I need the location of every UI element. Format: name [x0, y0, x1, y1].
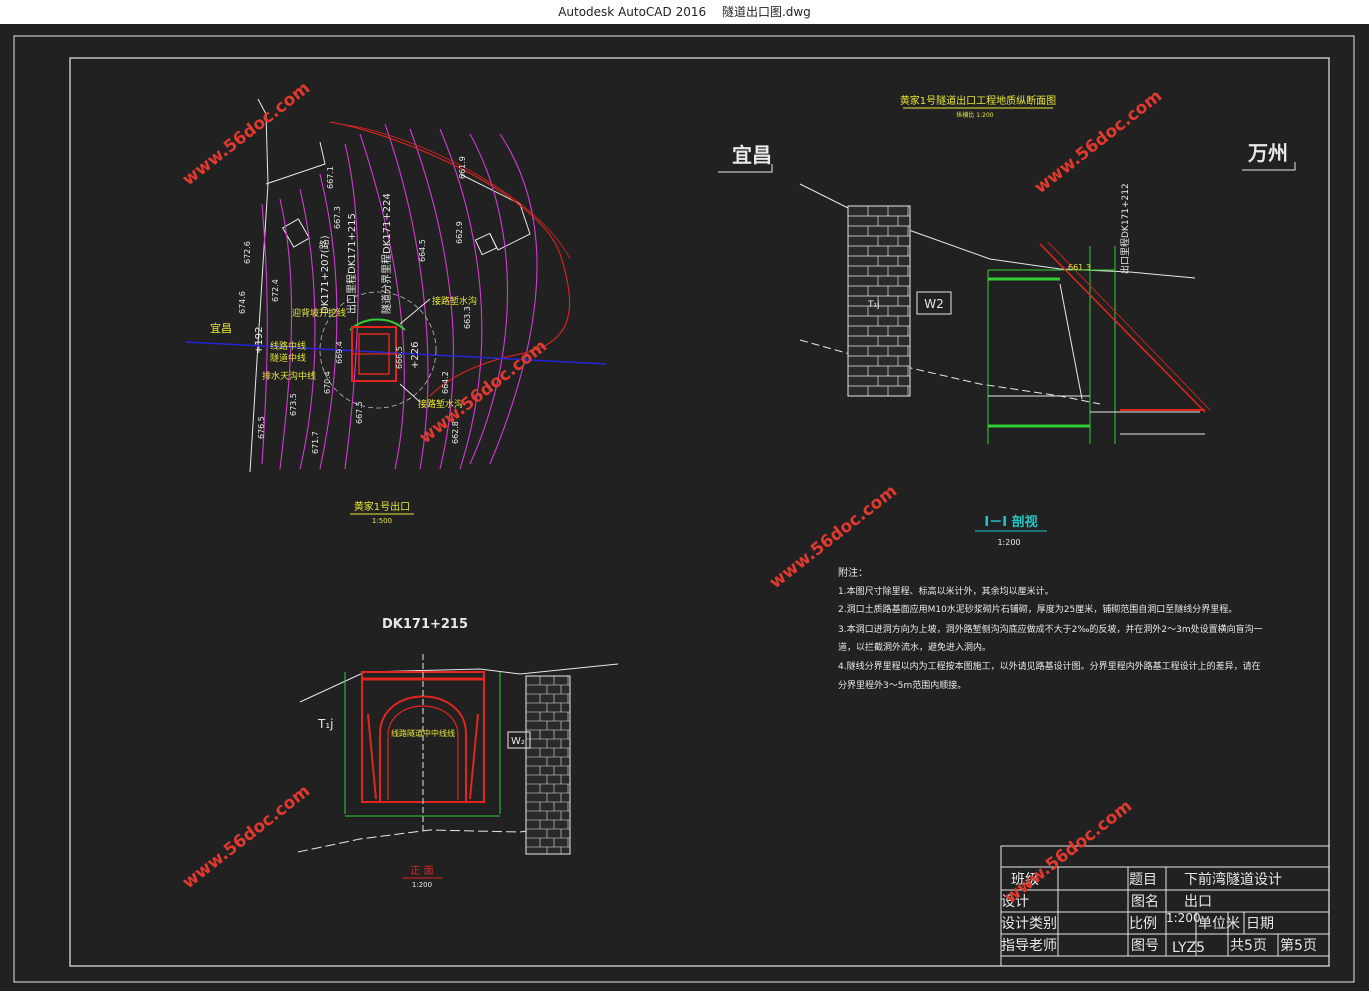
- tb-subject: 下前湾隧道设计: [1184, 871, 1282, 888]
- file-name: 隧道出口图.dwg: [721, 5, 811, 19]
- front-t: T₁j: [317, 717, 333, 731]
- contour-label: 671.7: [311, 431, 320, 454]
- note-line: 3.本洞口进洞方向为上坡，洞外路堑侧沟沟底应做成不大于2‰的反坡，并在洞外2～3…: [838, 623, 1263, 635]
- contour-label: 672.4: [271, 279, 280, 302]
- plan-mileage-2: 隧道分界里程DK171+224: [380, 193, 393, 314]
- plan-station-192: +192: [254, 327, 265, 354]
- tb-page: 第5页: [1280, 937, 1317, 954]
- profile-elevation: 661.3: [1068, 263, 1091, 272]
- tb-drawing-name-label: 图名: [1131, 894, 1159, 910]
- watermark: www.56doc.com: [179, 78, 314, 190]
- plan-mileage-1: 出口里程DK171+215: [345, 213, 358, 314]
- front-scale: 1:200: [412, 881, 432, 889]
- note-line: 1.本图尺寸除里程、标高以米计外，其余均以厘米计。: [838, 585, 1054, 597]
- plan-mileage-3: DK171+207(路): [318, 235, 331, 314]
- plan-scale: 1:500: [372, 517, 392, 525]
- tb-drawing-name: 出口: [1184, 894, 1212, 910]
- contour-label: 664.5: [418, 239, 427, 262]
- plan-label-a: 迎背坡开挖线: [292, 307, 346, 319]
- plan-view: 宜昌 出口里程DK171+215 隧道分界里程DK171+224 DK171+2…: [185, 98, 607, 525]
- tb-total: 共5页: [1230, 938, 1267, 954]
- tb-date-label: 日期: [1246, 916, 1274, 932]
- inner-frame: [69, 57, 1330, 967]
- app-name: Autodesk AutoCAD 2016: [558, 5, 707, 19]
- profile-mileage: 出口里程DK171+212: [1119, 183, 1131, 274]
- note-line: 4.隧线分界里程以内为工程按本图施工，以外请见路基设计图。分界里程内外路基工程设…: [838, 660, 1261, 672]
- contour-label: 661.9: [458, 156, 467, 179]
- contour-label: 676.5: [257, 416, 266, 439]
- contour-label: 667.3: [333, 206, 342, 229]
- notes-heading: 附注：: [838, 566, 868, 579]
- window-titlebar: Autodesk AutoCAD 2016 隧道出口图.dwg: [0, 0, 1369, 24]
- contour-label: 673.5: [289, 393, 298, 416]
- tb-unit: 单位米: [1198, 916, 1240, 932]
- plan-label-e: 接路堑水沟: [432, 295, 477, 307]
- contour-label: 670.4: [323, 371, 332, 394]
- profile-w2: W2: [924, 297, 944, 311]
- contour-label: 674.6: [238, 291, 247, 314]
- plan-label-yichang: 宜昌: [210, 321, 232, 335]
- watermark: www.56doc.com: [1001, 796, 1136, 908]
- profile-left-city: 宜昌: [732, 143, 772, 167]
- tb-class-label: 班级: [1011, 872, 1039, 888]
- note-line: 2.洞口土质路基面应用M10水泥砂浆砌片石铺砌，厚度为25厘米，铺砌范围自洞口至…: [838, 603, 1237, 615]
- contour-label: 664.2: [441, 371, 450, 394]
- plan-label-f: 接路堑水沟: [418, 398, 463, 410]
- plan-station-226: +226: [410, 342, 421, 369]
- front-view: DK171+215 线路隧道中中线线 T₁j W₂ 正 面 1:200: [297, 617, 619, 889]
- tb-design-label: 设计: [1001, 894, 1029, 910]
- tb-scale: 1:200: [1166, 911, 1201, 925]
- brick-wall: [847, 205, 911, 397]
- watermark: www.56doc.com: [179, 781, 314, 893]
- front-caption: 正 面: [410, 866, 433, 877]
- plan-label-d: 排水天沟中线: [262, 370, 316, 382]
- contour-label: 667.5: [355, 401, 364, 424]
- profile-t: T₁j: [867, 300, 880, 310]
- plan-caption: 黄家1号出口: [354, 500, 410, 513]
- profile-scale: 纵横比 1:200: [956, 111, 993, 119]
- drawing-canvas[interactable]: 宜昌 出口里程DK171+215 隧道分界里程DK171+224 DK171+2…: [0, 24, 1369, 987]
- tb-number-label: 图号: [1131, 938, 1159, 954]
- profile-view: 黄家1号隧道出口工程地质纵断面图 纵横比 1:200 宜昌 万州 W2 T₁j …: [718, 94, 1296, 547]
- front-center-text: 线路隧道中中线线: [391, 728, 455, 738]
- tb-number: LYZ5: [1172, 940, 1205, 956]
- notes: 附注： 1.本图尺寸除里程、标高以米计外，其余均以厘米计。 2.洞口土质路基面应…: [838, 566, 1263, 691]
- contour-label: 667.1: [326, 166, 335, 189]
- tb-scale-label: 比例: [1129, 916, 1157, 932]
- title-block: 班级 设计 设计类别 指导老师 题目 下前湾隧道设计 图名 出口 比例 1:20…: [1000, 845, 1330, 967]
- section-caption: I－I 剖视: [984, 514, 1037, 530]
- front-title: DK171+215: [382, 617, 468, 632]
- watermark: www.56doc.com: [766, 481, 901, 593]
- w2-box: [916, 291, 952, 315]
- cad-drawing[interactable]: 宜昌 出口里程DK171+215 隧道分界里程DK171+224 DK171+2…: [0, 24, 1369, 987]
- contour-label: 663.3: [463, 306, 472, 329]
- contour-label: 666.5: [395, 346, 404, 369]
- profile-right-city: 万州: [1247, 141, 1288, 165]
- outer-frame: [13, 35, 1355, 983]
- contour-label: 662.9: [455, 221, 464, 244]
- front-w: W₂: [511, 736, 525, 747]
- note-line: 道，以拦截洞外流水，避免进入洞内。: [838, 641, 991, 653]
- tb-subject-label: 题目: [1129, 872, 1157, 888]
- profile-title: 黄家1号隧道出口工程地质纵断面图: [900, 94, 1056, 107]
- contour-label: 669.4: [335, 341, 344, 364]
- section-scale: 1:200: [997, 538, 1020, 547]
- note-line: 分界里程外3～5m范围内顺接。: [838, 679, 966, 691]
- plan-label-c: 隧道中线: [270, 352, 306, 364]
- tb-teacher-label: 指导老师: [1001, 938, 1057, 954]
- plan-label-b: 线路中线: [270, 340, 306, 352]
- tb-category-label: 设计类别: [1001, 916, 1057, 932]
- contour-label: 672.6: [243, 241, 252, 264]
- front-brick-wall: [525, 675, 571, 855]
- contour-label: 662.8: [451, 421, 460, 444]
